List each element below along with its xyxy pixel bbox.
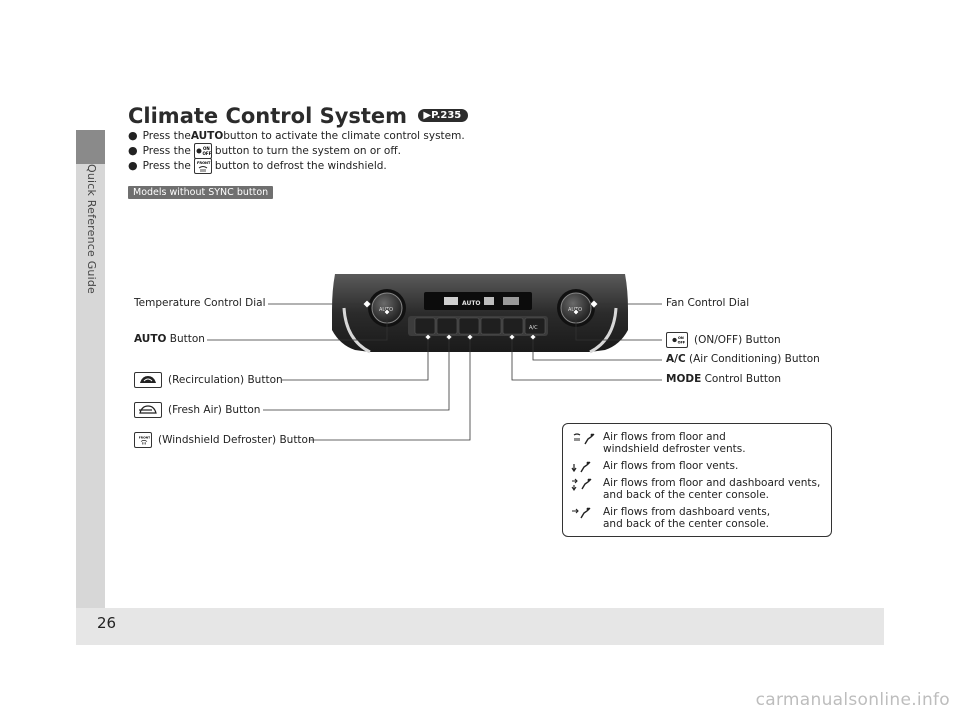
svg-text:ON: ON: [678, 336, 684, 340]
svg-text:OFF: OFF: [678, 340, 686, 344]
defroster-button-label: FRONT(Windshield Defroster) Button: [134, 432, 315, 448]
floor-defrost-mode-icon: [573, 433, 595, 445]
dash-mode-icon: [572, 507, 591, 519]
sidebar-strip: [76, 130, 105, 608]
legend-item: Air flows from dashboard vents,and back …: [603, 506, 771, 530]
recirculation-button[interactable]: [414, 317, 436, 335]
bullet-icon: ●: [128, 143, 138, 157]
sidebar-tab-marker: [76, 130, 105, 164]
page-reference-link[interactable]: ▶P.235: [418, 108, 469, 122]
auto-button-label: AUTO Button: [134, 333, 205, 345]
page-number: 26: [97, 614, 117, 632]
watermark: carmanualsonline.info: [755, 690, 950, 710]
legend-item: Air flows from floor and dashboard vents…: [603, 477, 821, 501]
floor-dash-mode-icon: [571, 478, 592, 491]
ac-button-label: A/C (Air Conditioning) Button: [666, 353, 820, 365]
models-tag: Models without SYNC button: [128, 186, 274, 199]
bullet-icon: ●: [128, 128, 138, 142]
recirculation-button-label: (Recirculation) Button: [134, 372, 283, 388]
fan-dial-label: Fan Control Dial: [666, 297, 750, 309]
instruction-item: ● Press the FRONT button to defrost the …: [128, 157, 387, 174]
display-screen: [424, 292, 532, 310]
page-title: Climate Control System ▶P.235: [128, 104, 469, 128]
page-footer: [76, 608, 884, 645]
mode-button[interactable]: [502, 317, 524, 335]
instructions-list: ● Press the AUTO button to activate the …: [128, 128, 465, 174]
fresh-air-button-label: (Fresh Air) Button: [134, 402, 260, 418]
fresh-air-button[interactable]: [436, 317, 458, 335]
svg-text:OFF: OFF: [202, 151, 211, 156]
leader-lines: [207, 303, 662, 441]
fresh-air-icon: [134, 402, 162, 418]
front-defrost-icon: FRONT: [134, 432, 152, 448]
svg-text:ON: ON: [203, 146, 210, 151]
svg-text:AUTO: AUTO: [462, 300, 481, 307]
temperature-dial-label: Temperature Control Dial: [134, 297, 266, 309]
mode-button-label: MODE Control Button: [666, 373, 782, 385]
defroster-button[interactable]: [458, 317, 480, 335]
recirculation-icon: [134, 372, 162, 388]
front-defrost-button-icon: FRONT: [193, 157, 212, 174]
rear-defrost-button[interactable]: [480, 317, 502, 335]
panel-body: [332, 274, 628, 352]
floor-mode-icon: [571, 461, 591, 473]
instruction-item: ● Press the AUTO button to activate the …: [128, 128, 465, 142]
bullet-icon: ●: [128, 158, 138, 172]
legend-item: Air flows from floor vents.: [603, 460, 739, 472]
svg-text:FRONT: FRONT: [197, 161, 211, 165]
ac-button[interactable]: [524, 317, 546, 335]
svg-text:FRONT: FRONT: [139, 436, 150, 440]
svg-text:A/C: A/C: [529, 325, 538, 331]
